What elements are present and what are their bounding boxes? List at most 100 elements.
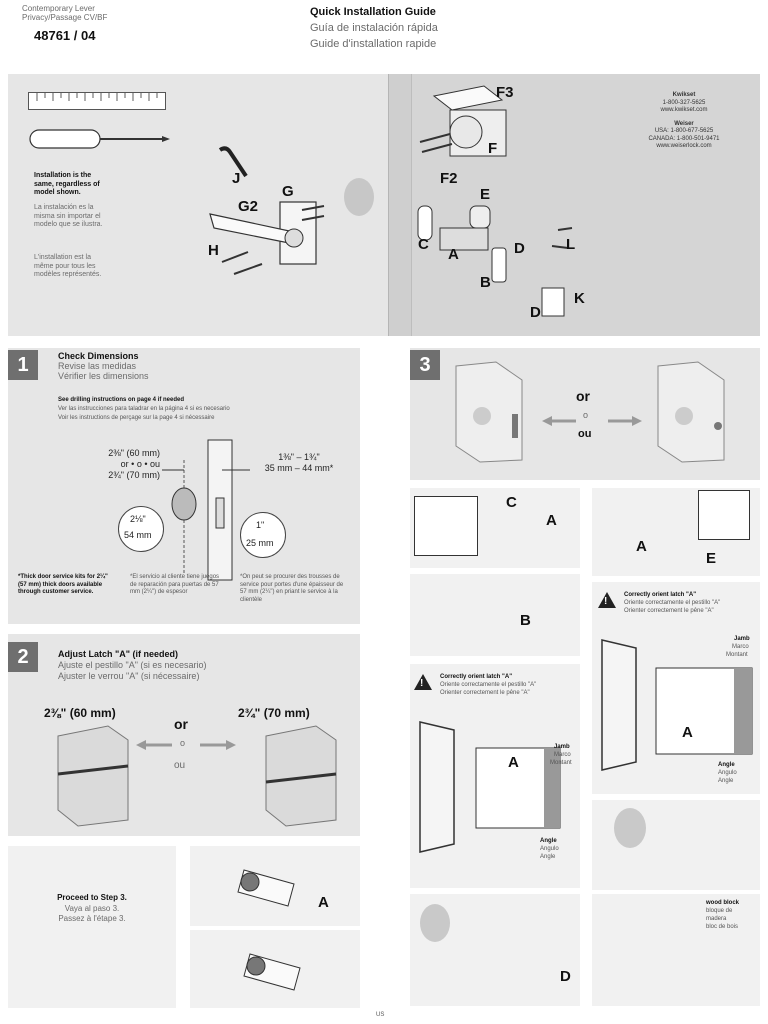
backset-or: or • o • ou [120,459,160,469]
jamb-right-en: Jamb [734,636,750,642]
step3-label-a3: A [636,538,647,555]
angle-left-fr: Angle [540,854,556,860]
thickness-mm: 35 mm – 44 mm* [264,463,334,473]
page-footer: US [376,1012,385,1018]
door-bore-hole [344,178,374,216]
model-line-2: Privacy/Passage CV/BF [22,13,108,22]
orient-left-fr: Orienter correctement le pêne "A" [440,690,530,696]
label-F2: F2 [440,170,458,187]
angle-right-en: Angle [718,762,735,768]
backset-block: 2⅜" (60 mm) or • o • ou 2¾" (70 mm) [80,448,160,481]
step3-label-e: E [706,550,717,567]
step1-foot-en: *Thick door service kits for 2¼" (57 mm)… [18,574,108,595]
step2-title-fr: Ajuster le verrou "A" (si nécessaire) [58,671,200,681]
step1-foot-es: *El servicio al cliente tiene juegos de … [130,574,220,595]
contact-usa: USA: 1-800-677-5625 [654,128,714,134]
step3-or-en: or [576,388,590,404]
orient-right-fr: Orienter correctement le pêne "A" [624,608,714,614]
angle-left-es: Angulo [540,846,559,852]
label-G2: G2 [238,198,259,215]
jamb-left-en: Jamb [554,744,570,750]
door-block-b-icon [657,361,725,463]
step1-title-fr: Vérifier les dimensions [58,371,149,381]
title-en: Quick Installation Guide [310,6,436,18]
orient-right-en: Correctly orient latch "A" [624,592,697,598]
step2-option-b: 2¾" (70 mm) [238,706,310,720]
step3-or-es: o [583,410,589,420]
label-D2: D [530,304,541,321]
label-F: F [488,140,498,157]
contact-canada: CANADA: 1-800-501-9471 [648,135,720,142]
warning-icon-left [414,674,432,690]
label-A: A [448,246,459,263]
orient-left-en: Correctly orient latch "A" [440,674,513,680]
door-block-a-icon [455,361,523,463]
step1-foot-fr: *On peut se procurer des trousses de ser… [240,574,344,603]
step3-label-b: B [520,612,531,629]
thickness-in: 1⅜" – 1¾" [278,452,320,462]
step2-or-es: o [180,738,186,748]
edge-mm: 25 mm [246,538,274,548]
orient-right-es: Oriente correctamente el pestillo "A" [624,600,721,606]
step1-note-en: See drilling instructions on page 4 if n… [58,397,185,403]
backset-a: 2⅜" (60 mm) [108,448,160,458]
step2-option-a: 2⅜" (60 mm) [44,706,116,720]
orient-left-es: Oriente correctamente el pestillo "A" [440,682,537,688]
label-F3: F3 [496,84,514,101]
door-dimension-diagram [162,439,250,581]
step2-or-fr: ou [174,760,186,771]
contact-web2[interactable]: www.weiserlock.com [656,143,712,149]
edge-in: 1" [256,520,265,530]
label-C: C [418,236,429,253]
step2-title-es: Ajuste el pestillo "A" (si es necesario) [58,660,207,670]
step1-title-en: Check Dimensions [58,351,139,361]
contact-web1[interactable]: www.kwikset.com [660,107,708,113]
edge-circle [240,512,286,558]
proceed-fr: Passez à l'étape 3. [58,914,126,923]
step1-note-fr: Voir les instructions de perçage sur la … [58,415,215,421]
bore-mm: 54 mm [124,530,152,540]
screwdriver-icon [29,129,170,149]
jamb-left-fr: Montant [550,760,572,766]
bore-hole-right-3 [614,808,646,848]
hardware-exploded-icon [417,85,573,317]
wood-block-en: wood block [706,900,739,906]
contact-block: Kwikset 1-800-327-5625 www.kwikset.com W… [624,92,744,151]
label-L: L [566,236,576,253]
door-frame-left-icon [419,721,561,853]
contact-phone1: 1-800-327-5625 [662,99,706,106]
label-G: G [282,183,294,200]
bore-in: 2⅛" [130,514,146,524]
step2-or-en: or [174,716,188,732]
step3-label-a2: A [508,754,519,771]
step3-label-a1: A [546,512,557,529]
title-es: Guía de instalación rápida [310,22,438,34]
step3-label-d: D [560,968,571,985]
model-line-1: Contemporary Lever [22,4,95,13]
proceed-en: Proceed to Step 3. [57,893,127,902]
label-E: E [480,186,491,203]
step3-number: 3 [410,350,440,380]
step2-proceed-box [8,846,176,1008]
model-number: 48761 / 04 [34,28,96,43]
angle-left-en: Angle [540,838,557,844]
backset-b: 2¾" (70 mm) [108,470,160,480]
title-fr: Guide d'installation rapide [310,38,437,50]
door-frame-right-icon [601,639,753,771]
parts-note-es: La instalación es la misma sin importar … [34,204,103,228]
latch-adjust-icon-2 [243,953,301,991]
latch-c-inset [414,496,478,556]
jamb-left-es: Marco [554,752,571,758]
label-D: D [514,240,525,257]
angle-right-es: Angulo [718,770,737,776]
label-K: K [574,290,585,307]
wood-block-es: bloque de madera [706,908,733,922]
step2-title-en: Adjust Latch "A" (if needed) [58,649,179,659]
latch-e-inset [698,490,750,540]
step1-note-es: Ver las instrucciones para taladrar en l… [58,406,230,412]
step1-number: 1 [8,350,38,380]
door-block-60-icon [57,725,129,827]
label-B: B [480,274,491,291]
step2-label-a: A [318,894,329,911]
step3-right-box-3 [592,800,760,890]
